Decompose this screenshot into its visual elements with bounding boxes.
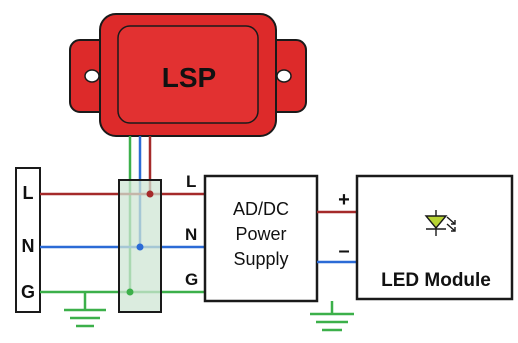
dc-positive-label: + (338, 189, 350, 211)
junction-ground (126, 288, 134, 296)
power-supply-title-line1: AD/DC (233, 199, 289, 219)
input-terminal-strip: L N G (15, 167, 41, 313)
wire-junctions (126, 190, 154, 296)
lsp-mounting-hole-right (276, 69, 292, 83)
led-module-label: LED Module (381, 270, 491, 291)
power-supply-box (203, 174, 319, 303)
dc-output-wires (317, 210, 357, 264)
power-supply-title-line2: Power (235, 224, 286, 244)
power-supply-title-line3: Supply (233, 249, 288, 269)
lsp-label: LSP (162, 62, 216, 93)
power-supply: L N G AD/DC Power Supply (185, 172, 319, 303)
earth-ground-symbol-left (64, 292, 106, 328)
terminal-label-n: N (22, 236, 35, 256)
ps-input-label-l: L (186, 172, 196, 191)
lsp-surge-protector: LSP (69, 13, 307, 137)
lsp-mounting-hole-left (84, 69, 100, 83)
earth-ground-symbol-right (310, 301, 354, 332)
led-diode-icon (424, 210, 456, 236)
junction-neutral (136, 243, 144, 251)
terminal-label-l: L (23, 183, 34, 203)
lsp-lid (117, 25, 259, 124)
led-module-box (355, 174, 514, 301)
led-module: LED Module (355, 174, 514, 301)
terminal-label-g: G (21, 282, 35, 302)
dc-negative-label: – (338, 240, 349, 262)
ps-input-label-n: N (185, 225, 197, 244)
junction-line (146, 190, 154, 198)
terminal-strip-body (15, 167, 41, 313)
ps-input-label-g: G (185, 270, 198, 289)
